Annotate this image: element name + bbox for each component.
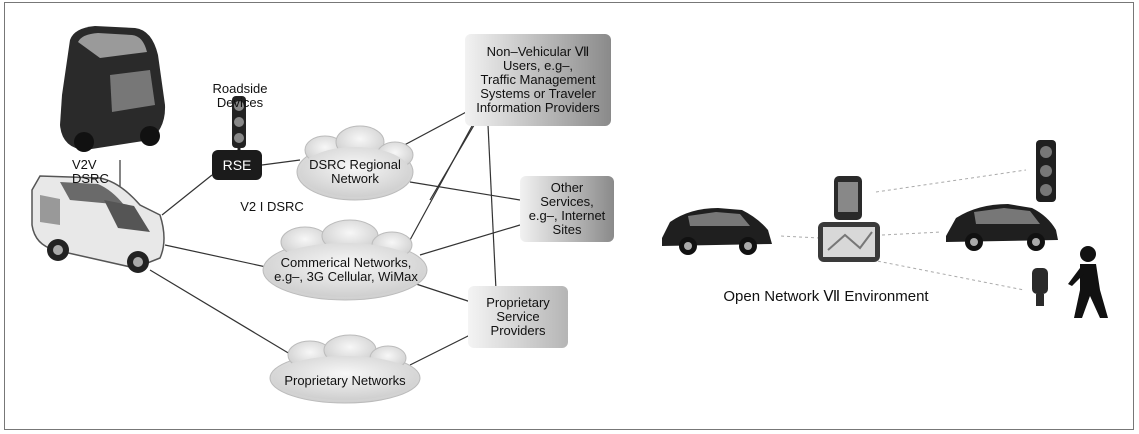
nonvehicular-to-service-line (487, 124, 497, 291)
v2i-dsrc-label: V2 I DSRC (240, 199, 304, 214)
v2i-line (161, 174, 213, 216)
diagram-frame (4, 2, 1134, 430)
van-icon (60, 26, 166, 152)
rse-box: RSE (212, 150, 262, 180)
cloud-commercial (262, 219, 428, 301)
other-services-box: Other Services, e.g–, Internet Sites (528, 180, 606, 237)
commercial-to-other-line (419, 224, 521, 256)
other-services-box-bg (520, 176, 614, 242)
dsrc-to-other-line (409, 181, 521, 201)
open-network-label: Open Network Ⅶ Environment (723, 288, 929, 305)
sedan-right-icon (946, 204, 1058, 251)
non-vehicular-users-box: Non–Vehicular Ⅶ Users, e.g–, Traffic Man… (476, 44, 600, 115)
pedestrian-icon (1068, 246, 1108, 318)
open-network-links (779, 169, 1027, 291)
dsrc-regional-network-label: DSRC Regional Network (309, 157, 401, 186)
roadside-devices-label: Roadside Devices (212, 81, 268, 110)
nonvehicular-down-line (429, 114, 481, 201)
proprietary-networks-label: Proprietary Networks (284, 373, 406, 388)
white-car-icon (31, 175, 165, 273)
traffic-light-icon (232, 96, 246, 152)
car-to-commercial-line (164, 244, 281, 271)
car-to-proprietary-line (149, 269, 301, 361)
proprietary-service-providers-box: Proprietary Service Providers (486, 295, 550, 338)
sedan-left-icon (662, 208, 772, 255)
handheld-device-icon (834, 176, 862, 220)
dsrc-to-nonvehicular-line (394, 109, 471, 151)
rse-to-dsrc-line (261, 159, 301, 166)
traffic-light-right-icon (1036, 140, 1056, 202)
commercial-networks-label: Commerical Networks, e.g–, 3G Cellular, … (274, 255, 418, 284)
commercial-to-nonvehicular-line (409, 114, 479, 241)
cloud-dsrc-regional (296, 125, 414, 201)
v2v-dsrc-label: V2V DSRC (72, 157, 109, 186)
navigation-screen-icon (818, 222, 880, 262)
proprietary-service-box-bg (468, 286, 568, 348)
cloud-proprietary (269, 334, 421, 404)
parking-meter-icon (1032, 268, 1048, 306)
non-vehicular-box-bg (465, 34, 611, 126)
